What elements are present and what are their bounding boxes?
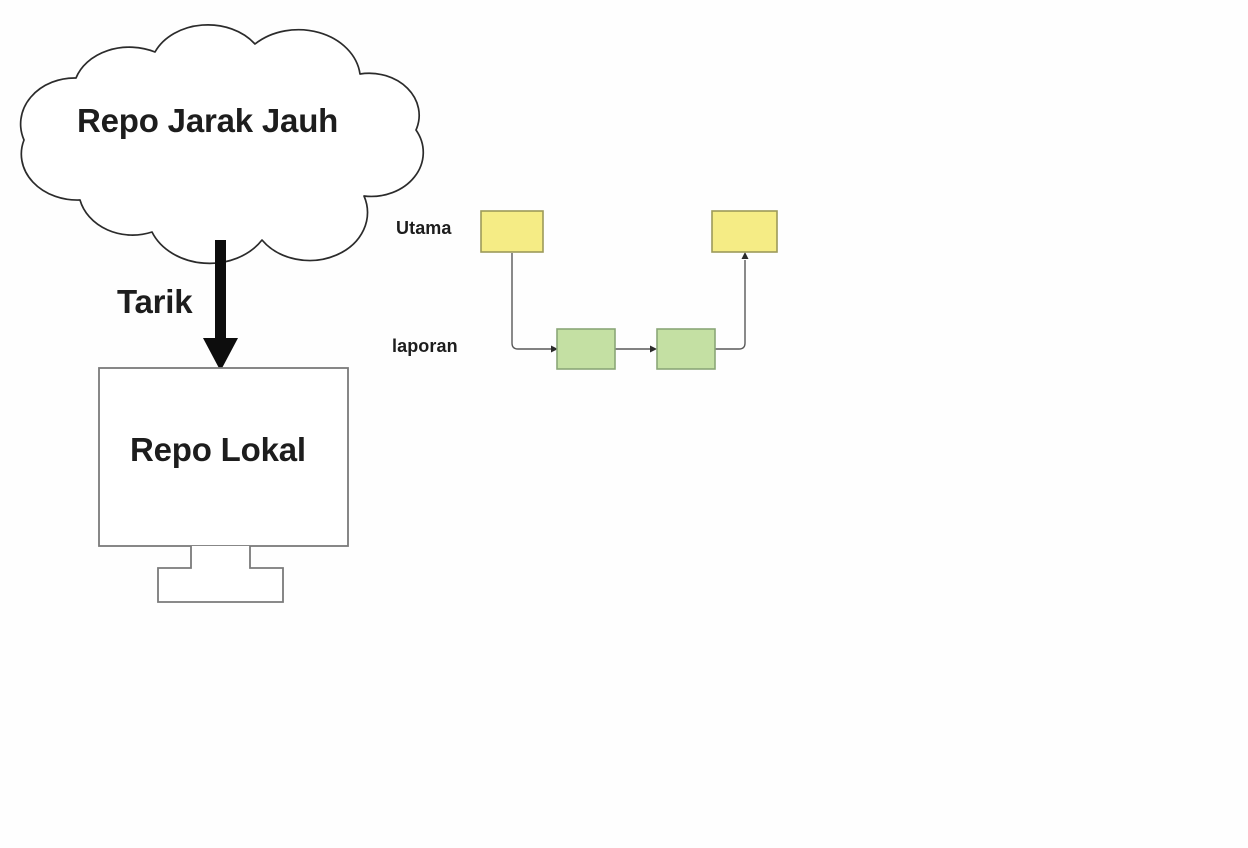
commit-node-report-1[interactable] [556, 328, 616, 370]
connector-branch-out-line [511, 253, 552, 350]
connector-merge-in-arrowhead [741, 252, 749, 259]
connector-straight-arrowhead [650, 345, 657, 353]
commit-node-main-1[interactable] [480, 210, 544, 253]
branch-graph[interactable] [480, 210, 778, 370]
monitor-screen [98, 367, 349, 547]
pull-arrow[interactable] [203, 240, 238, 371]
monitor-stand [157, 546, 284, 603]
connector-merge-in [715, 252, 749, 350]
pull-arrow-shaft [215, 240, 226, 344]
commit-node-report-2[interactable] [656, 328, 716, 370]
connector-branch-out [511, 253, 558, 353]
remote-repo-cloud[interactable] [19, 24, 425, 265]
connector-straight [615, 345, 657, 353]
cloud-outline [19, 24, 425, 265]
local-repo-label: Repo Lokal [130, 431, 306, 468]
connector-branch-out-arrowhead [551, 345, 558, 353]
branch-row-label-laporan: laporan [392, 336, 458, 356]
branch-row-label-utama: Utama [396, 218, 452, 238]
pull-arrow-head [203, 338, 238, 371]
commit-node-main-2[interactable] [711, 210, 778, 253]
local-repo-monitor[interactable] [98, 367, 349, 603]
connector-merge-in-line [715, 260, 746, 350]
pull-arrow-label: Tarik [117, 283, 193, 320]
remote-repo-label: Repo Jarak Jauh [77, 102, 339, 139]
